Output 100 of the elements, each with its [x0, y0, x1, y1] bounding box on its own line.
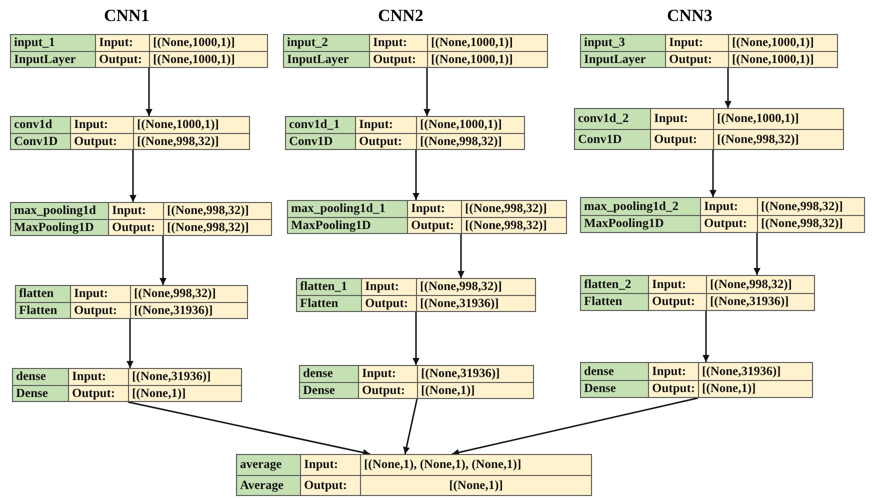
layer-name: conv1d	[11, 117, 70, 132]
shape-value: [(None,998,32)]	[134, 134, 249, 149]
layer-name: input_3	[581, 35, 665, 50]
io-label: Output:	[356, 134, 416, 149]
shape-value: [(None,1000,1)]	[417, 117, 524, 132]
io-label: Output:	[71, 134, 133, 149]
io-label: Input:	[651, 109, 713, 128]
arrow	[458, 234, 464, 278]
layer-name: dense	[300, 366, 358, 382]
io-label: Input:	[71, 286, 130, 302]
arrow	[710, 150, 716, 197]
io-label: Input:	[666, 35, 728, 50]
shape-value: [(None,1000,1)]	[150, 35, 267, 50]
layer-name: dense	[13, 369, 68, 384]
layer-box	[580, 362, 813, 398]
layer-box	[10, 116, 250, 150]
shape-value: [(None,1)]	[699, 380, 812, 397]
io-label: Input:	[359, 366, 417, 382]
shape-value: [(None,998,32)]	[462, 201, 566, 216]
shape-value: [(None,998,32)]	[131, 286, 247, 302]
column-title: CNN2	[378, 6, 424, 26]
layer-name: input_2	[284, 35, 369, 50]
arrow	[412, 312, 420, 365]
io-label: Input:	[301, 455, 360, 474]
layer-box	[296, 278, 536, 312]
shape-value: [(None,998,32)]	[164, 220, 271, 235]
layer-type: Dense	[300, 382, 358, 398]
shape-value: [(None,1000,1)]	[428, 35, 547, 50]
layer-type: MaxPooling1D	[581, 216, 700, 232]
io-label: Input:	[362, 279, 416, 294]
layer-box	[283, 34, 548, 68]
shape-value: [(None,31936)]	[131, 302, 247, 318]
layer-type: MaxPooling1D	[288, 218, 407, 233]
shape-value: [(None,998,32)]	[417, 134, 524, 149]
layer-name: max_pooling1d_1	[288, 201, 407, 216]
shape-value: [(None,31936)]	[129, 369, 241, 384]
shape-value: [(None,998,32)]	[417, 279, 535, 294]
shape-value: [(None,998,32)]	[758, 216, 864, 232]
shape-value: [(None,1)]	[129, 386, 241, 401]
arrow	[724, 68, 732, 108]
layer-type: Conv1D	[286, 134, 355, 149]
arrow	[403, 398, 418, 454]
shape-value: [(None,31936)]	[417, 296, 535, 311]
io-label: Output:	[109, 220, 163, 235]
arrow	[126, 319, 134, 368]
io-label: Output:	[701, 216, 757, 232]
layer-box	[285, 116, 525, 150]
io-label: Output:	[301, 476, 360, 495]
shape-value: [(None,998,32)]	[714, 130, 843, 149]
arrow	[754, 233, 760, 275]
layer-type: MaxPooling1D	[11, 220, 108, 235]
arrow	[452, 397, 698, 456]
io-label: Output:	[96, 52, 149, 67]
column-title: CNN1	[104, 6, 150, 26]
shape-value: [(None,1)]	[361, 476, 591, 495]
layer-type: Dense	[581, 380, 648, 397]
shape-value: [(None,1000,1)]	[729, 52, 837, 67]
shape-value: [(None,1000,1)]	[729, 35, 837, 50]
shape-value: [(None,31936)]	[418, 366, 533, 382]
layer-name: max_pooling1d	[11, 203, 108, 218]
arrow	[412, 150, 420, 200]
layer-name: flatten_2	[581, 276, 648, 292]
layer-name: dense	[581, 363, 648, 380]
layer-name: flatten_1	[297, 279, 361, 294]
io-label: Input:	[649, 276, 706, 292]
shape-value: [(None,998,32)]	[758, 198, 864, 214]
io-label: Output:	[666, 52, 728, 67]
shape-value: [(None,1000,1)]	[714, 109, 843, 128]
shape-value: [(None,998,32)]	[462, 218, 566, 233]
io-label: Output:	[649, 294, 706, 310]
column-title: CNN3	[667, 6, 712, 26]
layer-name: max_pooling1d_2	[581, 198, 700, 214]
io-label: Input:	[96, 35, 149, 50]
io-label: Output:	[408, 218, 461, 233]
io-label: Input:	[69, 369, 128, 384]
io-label: Input:	[71, 117, 133, 132]
layer-box	[580, 197, 865, 233]
layer-type: Conv1D	[11, 134, 70, 149]
layer-name: input_1	[11, 35, 95, 50]
shape-value: [(None,1000,1)]	[150, 52, 267, 67]
shape-value: [(None,31936)]	[707, 294, 814, 310]
layer-type: Conv1D	[575, 130, 650, 149]
layer-type: Average	[237, 476, 300, 495]
layer-name: flatten	[16, 286, 70, 302]
layer-name: average	[237, 455, 300, 474]
layer-box	[287, 200, 567, 234]
shape-value: [(None,1000,1)]	[428, 52, 547, 67]
layer-box	[580, 34, 838, 68]
layer-type: InputLayer	[11, 52, 95, 67]
layer-type: Dense	[13, 386, 68, 401]
layer-box	[580, 275, 815, 311]
io-label: Output:	[370, 52, 427, 67]
layer-box	[574, 108, 844, 150]
layer-box	[10, 34, 268, 68]
arrow	[160, 236, 166, 285]
layer-box	[299, 365, 534, 399]
layer-type: Flatten	[16, 302, 70, 318]
io-label: Input:	[408, 201, 461, 216]
layer-box	[12, 368, 242, 402]
io-label: Output:	[359, 382, 417, 398]
